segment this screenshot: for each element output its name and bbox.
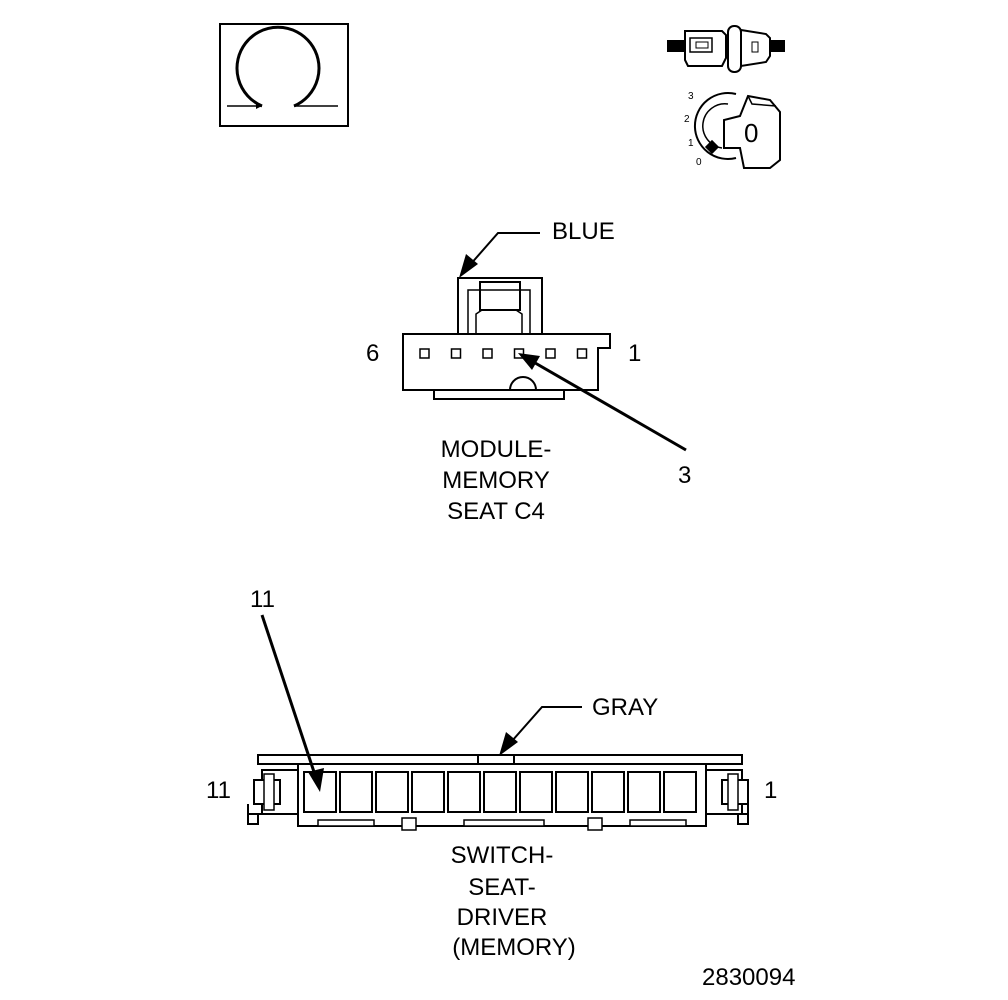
module-color-label: BLUE bbox=[552, 218, 615, 245]
switch-pin-cavity bbox=[483, 771, 517, 813]
key-ignition-icon bbox=[693, 92, 781, 169]
ignition-position-0: 0 bbox=[696, 157, 702, 168]
switch-pin-cavity bbox=[555, 771, 589, 813]
switch-color-label: GRAY bbox=[592, 694, 659, 721]
module-name-line-2: MEMORY bbox=[442, 467, 550, 494]
switch-pin-cavity bbox=[447, 771, 481, 813]
switch-pin-row bbox=[303, 771, 697, 813]
switch-pin-right-label: 1 bbox=[764, 777, 778, 804]
switch-pin-cavity bbox=[519, 771, 553, 813]
module-name-line-3: SEAT C4 bbox=[447, 498, 545, 525]
switch-pin-cavity bbox=[663, 771, 697, 813]
switch-pin-cavity bbox=[339, 771, 373, 813]
switch-pin-callout: 11 bbox=[250, 586, 275, 613]
module-leaders bbox=[459, 232, 687, 452]
switch-name-line-2: SEAT- bbox=[468, 874, 536, 901]
ignition-position-1: 1 bbox=[688, 138, 694, 149]
switch-leaders bbox=[260, 614, 582, 792]
module-connector bbox=[402, 277, 611, 400]
module-pin-cavity bbox=[576, 348, 588, 359]
module-pin-left-label: 6 bbox=[366, 340, 380, 367]
module-pin-cavity bbox=[545, 348, 556, 359]
connector-disconnect-icon bbox=[219, 23, 349, 127]
connector-plug-icon bbox=[667, 25, 785, 73]
module-pin-cavity bbox=[419, 348, 430, 359]
module-pin-callout: 3 bbox=[678, 462, 692, 489]
module-name-line-1: MODULE- bbox=[440, 436, 552, 463]
switch-name-line-4: (MEMORY) bbox=[452, 934, 576, 961]
figure-id: 2830094 bbox=[702, 964, 796, 991]
ignition-position-2: 2 bbox=[684, 114, 690, 125]
switch-name-line-3: DRIVER bbox=[456, 904, 548, 931]
module-pin-cavity bbox=[450, 348, 462, 359]
key-label: 0 bbox=[744, 118, 759, 148]
ignition-position-3: 3 bbox=[688, 91, 694, 102]
switch-pin-cavity bbox=[375, 771, 409, 813]
switch-connector bbox=[247, 754, 749, 831]
switch-pin-cavity bbox=[591, 771, 625, 813]
module-pin-right-label: 1 bbox=[628, 340, 642, 367]
module-pin-cavity bbox=[482, 348, 493, 359]
switch-pin-left-label: 11 bbox=[206, 777, 231, 804]
switch-name-line-1: SWITCH- bbox=[450, 842, 554, 869]
switch-pin-cavity bbox=[627, 771, 661, 813]
switch-pin-cavity bbox=[411, 771, 445, 813]
